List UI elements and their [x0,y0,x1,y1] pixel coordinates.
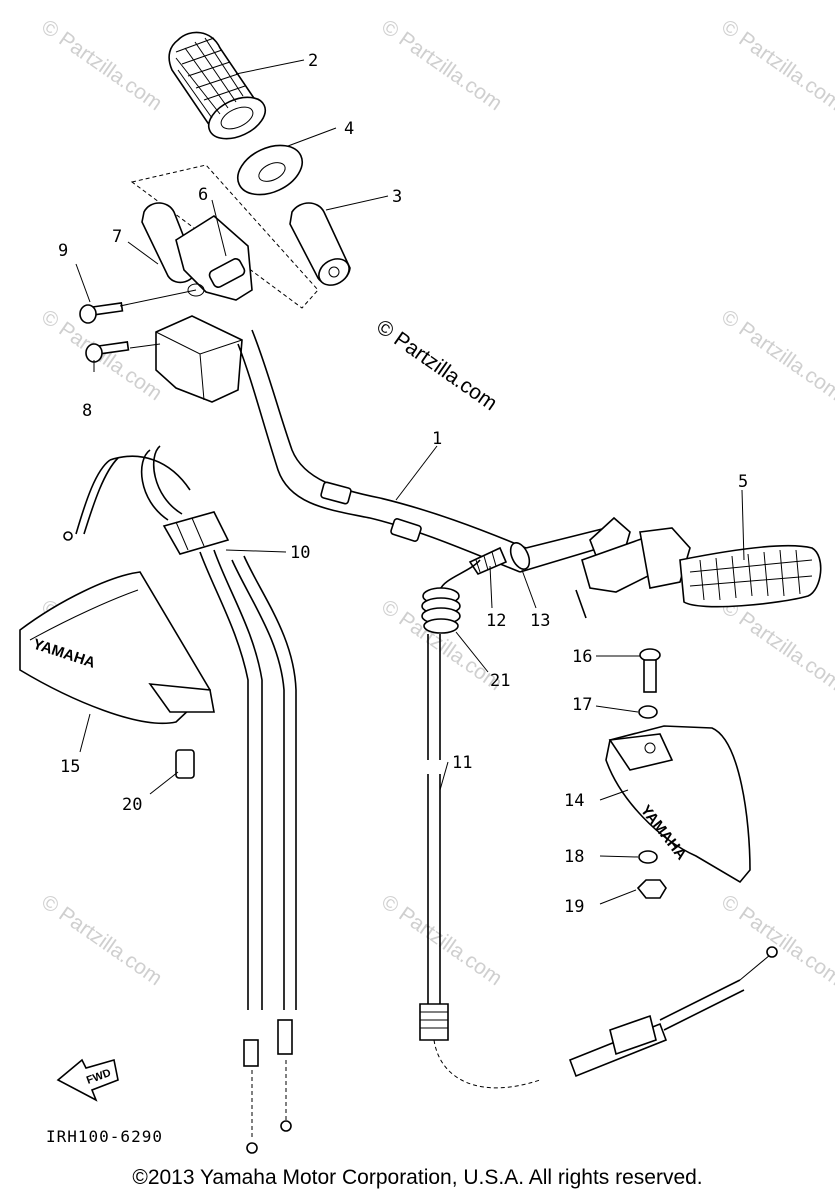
right-hand-guard-14-part: YAMAHA [605,725,751,884]
callout-11: 11 [452,753,472,773]
callout-16: 16 [572,647,592,667]
throttle-cable-10-part [63,445,297,1154]
callout-6: 6 [198,185,208,205]
screw-8-part [85,341,130,363]
callout-1: 1 [432,429,442,449]
right-lever-assembly-part [575,516,822,619]
forward-arrow-icon: FWD [56,1058,119,1102]
collar-20-part [175,749,195,779]
center-watermark: © Partzilla.com [372,315,501,415]
callout-2: 2 [308,51,318,71]
callout-14: 14 [564,791,584,811]
switch-box-part [155,315,243,403]
watermark: © Partzilla.com [37,890,166,990]
callout-10: 10 [290,543,310,563]
adjuster-12-part [468,546,508,575]
callout-12: 12 [486,611,506,631]
callout-19: 19 [564,897,584,917]
nut-19-part [636,879,667,899]
washer-18-part [638,850,658,864]
watermark: © Partzilla.com [377,15,506,115]
callout-leaders [75,59,745,905]
callout-9: 9 [58,241,68,261]
watermark: © Partzilla.com [717,15,835,115]
watermark: © Partzilla.com [717,305,835,405]
callout-8: 8 [82,401,92,421]
throttle-housing-part [175,215,253,301]
callout-20: 20 [122,795,142,815]
callout-7: 7 [112,227,122,247]
screw-9-part [79,302,124,324]
throttle-tube-part [289,202,351,286]
callout-5: 5 [738,472,748,492]
handlebar-part [237,329,607,573]
watermark: © Partzilla.com [717,890,835,990]
watermark: © Partzilla.com [37,15,166,115]
callout-21: 21 [490,671,510,691]
callout-18: 18 [564,847,584,867]
watermark: © Partzilla.com [377,890,506,990]
callout-4: 4 [344,119,354,139]
callout-15: 15 [60,757,80,777]
washer-part [237,144,303,196]
clutch-cable-11-part [419,634,778,1089]
copyright-footer: ©2013 Yamaha Motor Corporation, U.S.A. A… [132,1166,703,1189]
callout-3: 3 [392,187,402,207]
bolt-16-part [639,648,661,693]
locknut-13-part [509,542,531,570]
diagram-code: IRH100-6290 [46,1127,163,1146]
callout-13: 13 [530,611,550,631]
callout-labels: 1 2 3 4 5 6 7 8 9 10 11 12 13 14 15 16 1… [58,51,748,917]
cable-boot-21-part [421,559,481,634]
callout-17: 17 [572,695,592,715]
left-hand-guard-15-part: YAMAHA [19,571,215,725]
left-grip-part [168,31,267,140]
washer-17-part [638,705,658,719]
watermark: © Partzilla.com [717,595,835,695]
